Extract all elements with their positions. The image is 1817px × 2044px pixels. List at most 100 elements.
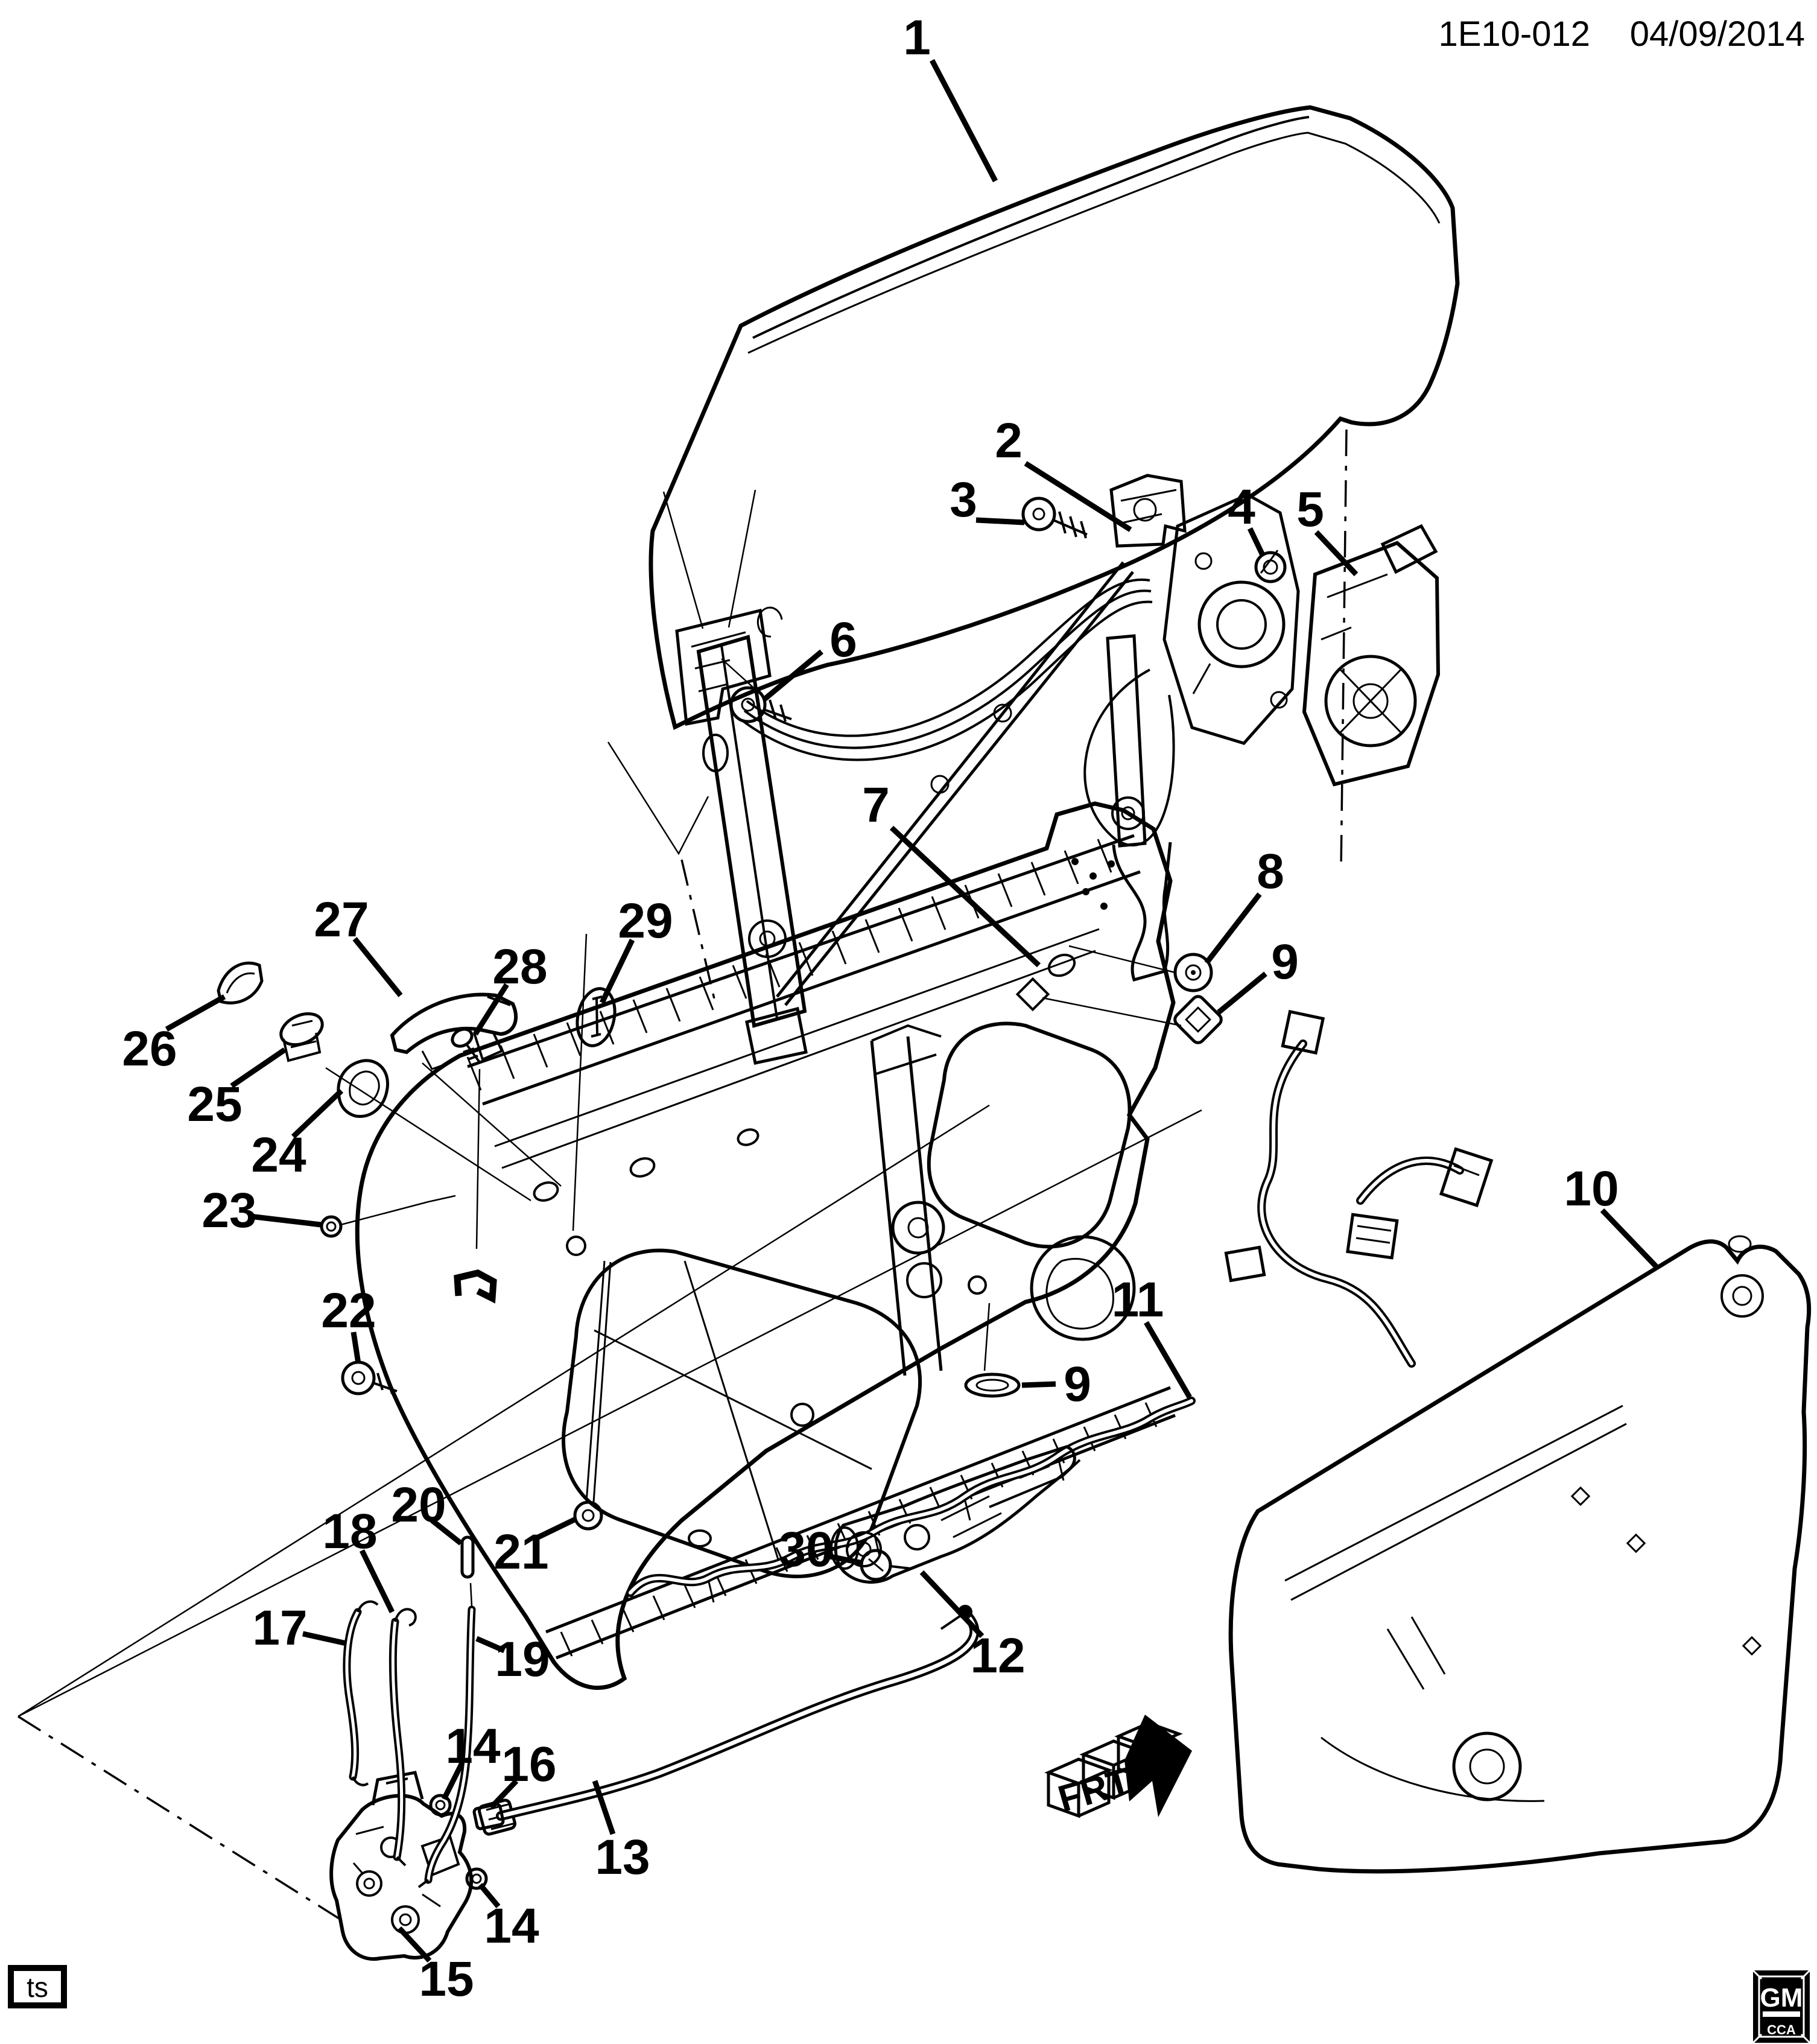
callout-16-leader <box>489 1779 519 1810</box>
window-regulator <box>675 474 1300 1065</box>
callout-12-leader <box>919 1570 985 1639</box>
callout-9-leader <box>1217 971 1267 1015</box>
grommet-8 <box>1068 945 1213 992</box>
door-harness-lower <box>626 1397 1196 1603</box>
callout-9-label: 9 <box>1064 1357 1091 1412</box>
callout-23-leader <box>249 1213 322 1228</box>
window-motor <box>1302 524 1441 787</box>
outside-handle-27 <box>390 992 518 1070</box>
handle-install-lines <box>325 933 588 1249</box>
callout-15-leader <box>397 1926 432 1963</box>
callout-7-leader <box>889 825 1041 968</box>
gasket-9-upper <box>1042 995 1223 1044</box>
callout-20-leader <box>430 1518 463 1546</box>
callout-7-label: 7 <box>862 778 890 833</box>
callout-25-label: 25 <box>187 1077 242 1132</box>
lock-cylinder-25 <box>279 1012 324 1062</box>
callout-18-leader <box>359 1549 395 1613</box>
callout-24-leader <box>291 1088 344 1139</box>
revision-date-text: 04/09/2014 <box>1630 14 1805 54</box>
callout-26-leader <box>165 994 226 1032</box>
frt-label: FRT <box>1054 1760 1135 1821</box>
callout-8-label: 8 <box>1257 844 1284 899</box>
gm-logo-subtext: CCA <box>1767 2022 1796 2037</box>
callout-9-label: 9 <box>1271 935 1299 989</box>
callout-28-label: 28 <box>492 939 547 994</box>
callout-25-leader <box>230 1047 287 1088</box>
callout-8-leader <box>1204 892 1262 965</box>
callout-30-leader <box>823 1552 861 1566</box>
callout-13-leader <box>592 1780 616 1835</box>
callout-17-label: 17 <box>252 1601 307 1655</box>
panel-grommet-23 <box>320 1195 456 1238</box>
callout-29-leader <box>599 939 635 1004</box>
callout-4-leader <box>1247 527 1266 557</box>
gm-logo-text: GM <box>1760 1983 1803 2013</box>
callout-19-label: 19 <box>495 1632 550 1687</box>
handle-gasket-24 <box>337 1059 390 1118</box>
callout-19-leader <box>475 1636 506 1654</box>
callout-27-leader <box>352 937 403 997</box>
lock-rod-17 <box>343 1600 379 1786</box>
latch-assembly-12 <box>830 1445 1081 1584</box>
callout-4-label: 4 <box>1228 480 1255 535</box>
projection-lines <box>17 1104 1202 1920</box>
callout-30-label: 30 <box>778 1522 833 1577</box>
callout-18-label: 18 <box>322 1504 377 1559</box>
callout-3-leader <box>975 517 1025 525</box>
lock-cable-13 <box>472 1605 980 1830</box>
rod-grommet-21 <box>573 1260 612 1531</box>
callout-12-label: 12 <box>970 1628 1025 1683</box>
regulator-nut-4 <box>1254 551 1287 583</box>
regulator-screw-6 <box>721 658 792 723</box>
callout-10-label: 10 <box>1564 1161 1619 1216</box>
callout-5-label: 5 <box>1296 482 1324 537</box>
callout-20-label: 20 <box>391 1477 446 1532</box>
lock-rod-19 <box>417 1582 476 1888</box>
callout-14-leader <box>478 1883 501 1908</box>
callout-10-leader <box>1600 1208 1660 1271</box>
callout-1-label: 1 <box>903 10 931 65</box>
glass-projection-lines <box>607 429 1348 1005</box>
callout-3-label: 3 <box>950 472 977 527</box>
drawing-number-text: 1E10-012 <box>1438 14 1590 54</box>
callout-21-label: 21 <box>493 1525 548 1579</box>
callout-22-label: 22 <box>321 1283 376 1338</box>
callout-29-label: 29 <box>618 893 673 948</box>
frt-arrowhead <box>1124 1715 1192 1817</box>
callout-14-label: 14 <box>445 1719 501 1774</box>
ts-label: ts <box>27 1972 48 2003</box>
callout-22-leader <box>350 1331 361 1364</box>
door-harness-upper <box>1224 1009 1494 1368</box>
callout-1-leader <box>930 59 998 183</box>
callout-27-label: 27 <box>314 892 369 947</box>
callout-11-leader <box>1144 1321 1192 1399</box>
handle-bezel-29 <box>576 987 617 1047</box>
rod-pin-20 <box>460 1535 475 1579</box>
callout-9-leader <box>1021 1381 1056 1388</box>
callout-24-label: 24 <box>251 1128 306 1182</box>
lock-rod-18 <box>388 1608 417 1867</box>
window-glass <box>648 105 1460 731</box>
striker-screw-30 <box>860 1549 912 1581</box>
water-deflector <box>1228 1235 1812 1874</box>
callout-13-label: 13 <box>595 1830 650 1885</box>
callout-21-leader <box>534 1516 577 1541</box>
callout-6-label: 6 <box>829 612 857 667</box>
callout-17-leader <box>302 1631 347 1646</box>
callout-23-label: 23 <box>201 1183 256 1238</box>
callout-5-leader <box>1314 530 1359 577</box>
lock-nut-14-lower <box>465 1867 488 1890</box>
callout-6-leader <box>762 649 823 702</box>
handle-screw-28 <box>451 1027 481 1064</box>
callout-11-label: 11 <box>1112 1272 1164 1327</box>
callout-26-label: 26 <box>122 1021 177 1076</box>
callout-16-label: 16 <box>501 1737 556 1792</box>
gm-logo: GM CCA <box>1752 1969 1811 2044</box>
callout-14-leader <box>441 1761 465 1801</box>
callout-15-label: 15 <box>419 1952 474 2007</box>
ts-box: ts <box>8 1965 67 2008</box>
